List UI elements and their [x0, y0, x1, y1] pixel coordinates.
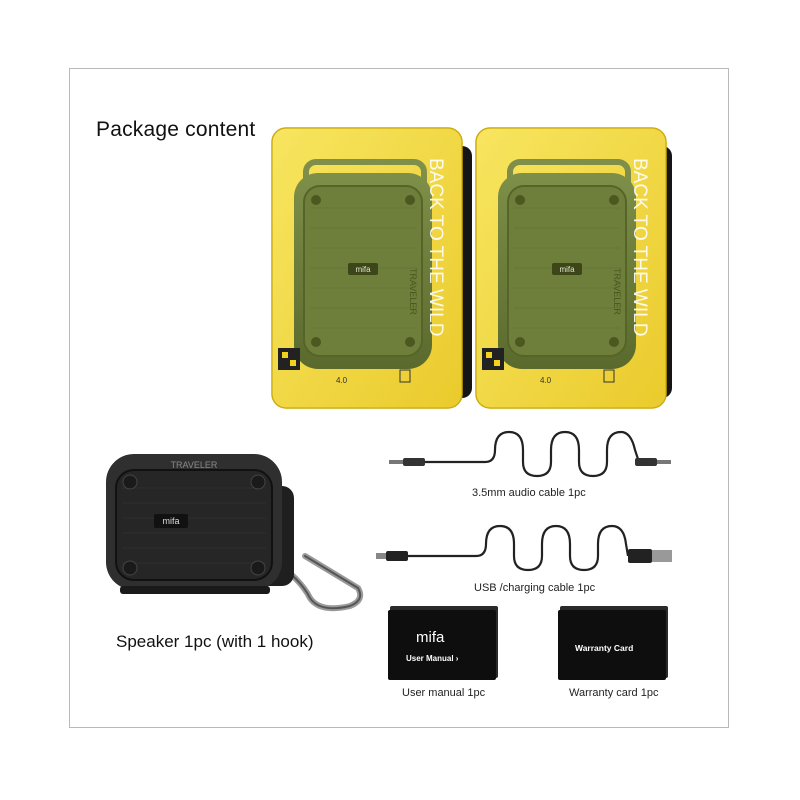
warranty-card-image: Warranty Card: [558, 606, 668, 680]
usb-a-plug: [628, 549, 652, 563]
box-2-series: TRAVELER: [612, 268, 622, 315]
audio-cable-label: 3.5mm audio cable 1pc: [472, 487, 586, 499]
box-1-series: TRAVELER: [408, 268, 418, 315]
package-content-title: Package content: [96, 118, 256, 141]
retail-box-1: mifa BACK TO THE WILD TRAVELER 4.0: [271, 127, 472, 409]
warranty-title: Warranty Card: [575, 643, 633, 653]
audio-cable-image: [389, 430, 671, 478]
speaker-grille: [115, 469, 273, 581]
audio-cable-wire: [425, 430, 641, 478]
speaker-image: mifa TRAVELER: [106, 454, 364, 612]
user-manual-image: mifa User Manual ›: [388, 606, 498, 680]
micro-usb-plug: [386, 551, 408, 561]
usb-cable-image: [376, 524, 672, 572]
speaker-label: Speaker 1pc (with 1 hook): [116, 632, 314, 651]
manual-title: User Manual ›: [406, 654, 459, 663]
usb-cable-label: USB /charging cable 1pc: [474, 582, 596, 594]
box-2-speaker-brand: mifa: [559, 265, 575, 274]
user-manual-label: User manual 1pc: [402, 687, 486, 699]
usb-cable-wire: [408, 524, 630, 572]
audio-plug-right: [635, 458, 657, 466]
box-1-version: 4.0: [336, 376, 348, 385]
box-1-speaker-brand: mifa: [355, 265, 371, 274]
retail-box-2: mifa BACK TO THE WILD TRAVELER 4.0: [475, 127, 672, 409]
box-1-tagline: BACK TO THE WILD: [425, 158, 446, 336]
speaker-series-text: TRAVELER: [171, 460, 218, 470]
speaker-brand-logo: mifa: [162, 516, 179, 526]
warranty-card-label: Warranty card 1pc: [569, 687, 659, 699]
manual-brand: mifa: [416, 629, 445, 646]
retail-boxes: mifa BACK TO THE WILD TRAVELER 4.0 mifa …: [271, 127, 672, 409]
box-2-qr-code: [482, 348, 504, 370]
box-1-qr-code: [278, 348, 300, 370]
box-2-version: 4.0: [540, 376, 552, 385]
audio-plug-left: [403, 458, 425, 466]
box-2-tagline: BACK TO THE WILD: [629, 158, 650, 336]
